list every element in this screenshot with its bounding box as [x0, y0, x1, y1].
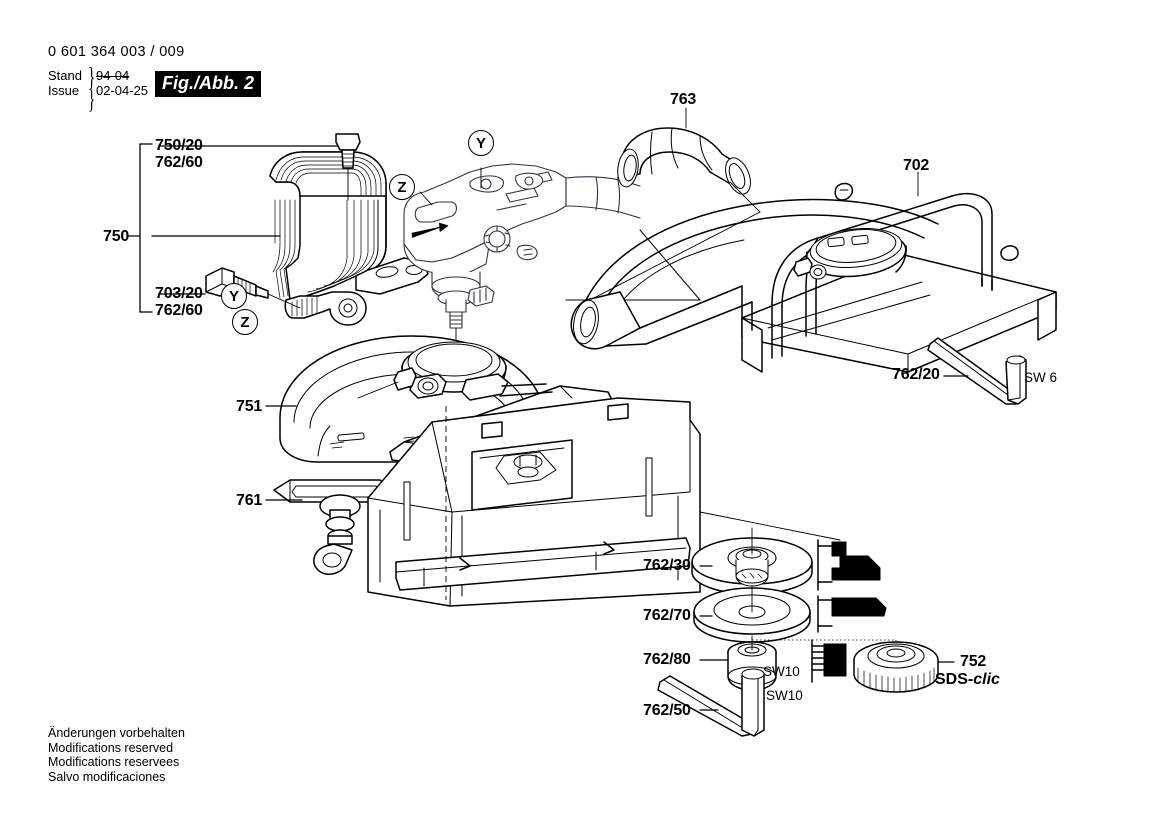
- callout-702: 702: [903, 157, 930, 174]
- callout-703-20: 703/20: [155, 285, 203, 302]
- footer-line-en: Modifications reserved: [48, 740, 174, 755]
- callout-750: 750: [103, 228, 130, 245]
- screw-750-20: [335, 133, 361, 201]
- spanner-size-sw10-top: SW10: [763, 664, 800, 679]
- frame-assembly-702: [570, 171, 1057, 373]
- marker-y-left: Y: [221, 283, 247, 309]
- callout-752: 752: [960, 653, 987, 670]
- spanner-size-sw10-bottom: SW10: [766, 688, 803, 703]
- revision-block: Stand Issue: [48, 68, 90, 98]
- callout-762-30: 762/30: [643, 557, 691, 574]
- sds-clic-mark: SDS-clic: [935, 671, 1000, 689]
- hex-key-762-50: [657, 668, 765, 737]
- sds-prefix: SDS-: [935, 671, 974, 688]
- hex-key-762-20: [927, 337, 1027, 405]
- callout-762-80: 762/80: [643, 651, 691, 668]
- callout-762-60-top: 762/60: [155, 154, 203, 171]
- figure-badge: Fig./Abb. 2: [155, 71, 261, 97]
- marker-z-top: Z: [389, 174, 415, 200]
- backing-flange-762-30: [691, 527, 881, 595]
- sds-clic-nut-752: [853, 641, 955, 693]
- marker-y-top: Y: [468, 130, 494, 156]
- part-number: 0 601 364 003 / 009: [48, 44, 185, 60]
- sds-suffix: clic: [973, 671, 1000, 688]
- stand-date: 94-04: [96, 68, 130, 83]
- callout-751: 751: [236, 398, 263, 415]
- legal-footer: Änderungen vorbehalten Modifications res…: [48, 726, 185, 784]
- footer-line-de: Änderungen vorbehalten: [48, 726, 185, 740]
- angle-grinder-reference: [403, 163, 701, 409]
- washer-762-70: [693, 585, 887, 643]
- callout-762-20: 762/20: [892, 366, 940, 383]
- spanner-size-sw6: SW 6: [1024, 370, 1058, 385]
- callout-703-20-762-60: 703/20 762/60: [155, 285, 203, 319]
- bolt-703-20: [205, 267, 301, 309]
- marker-z-left: Z: [232, 309, 258, 335]
- callout-762-50: 762/50: [643, 702, 691, 719]
- footer-line-es: Salvo modificaciones: [48, 769, 166, 784]
- callout-750-20: 750/20: [155, 137, 203, 154]
- callout-762-70: 762/70: [643, 607, 691, 624]
- handle-assembly-750: [269, 151, 429, 326]
- group-750-bracket: [127, 143, 341, 313]
- callout-763: 763: [670, 91, 697, 108]
- elbow-pipe-763: [589, 107, 761, 301]
- callout-750-20-762-60: 750/20 762/60: [155, 137, 203, 171]
- footer-line-fr: Modifications reservees: [48, 755, 180, 769]
- issue-date: 02-04-25: [96, 83, 149, 98]
- callout-761: 761: [236, 492, 263, 509]
- base-housing: [367, 397, 841, 607]
- issue-label: Issue: [48, 83, 80, 98]
- revision-dates: 94-04 02-04-25: [96, 68, 148, 98]
- callout-762-60-bottom: 762/60: [155, 302, 203, 319]
- stand-label: Stand: [48, 68, 82, 83]
- revision-brace: }}: [88, 62, 96, 114]
